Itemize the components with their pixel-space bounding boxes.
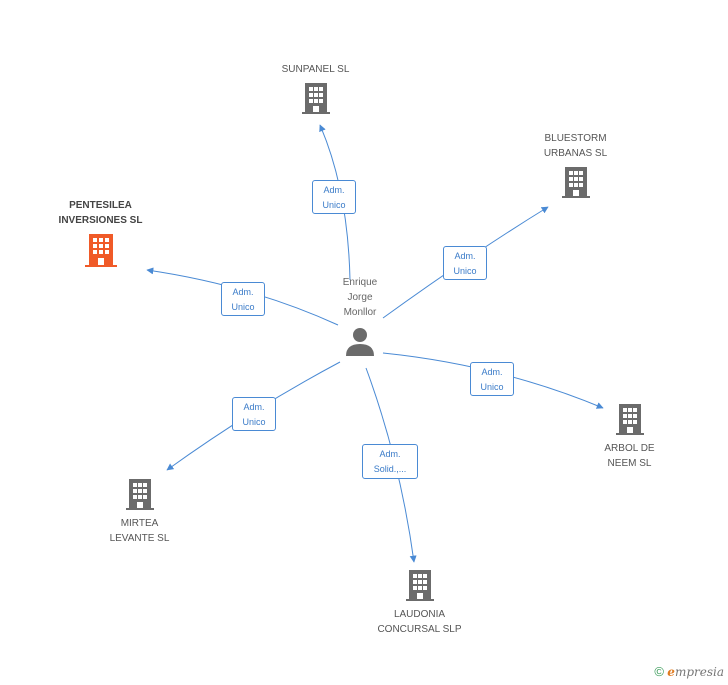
company-label: PENTESILEA INVERSIONES SL	[58, 200, 143, 226]
relation-label-bluestorm[interactable]: Adm. Unico	[443, 246, 487, 280]
building-icon	[84, 234, 117, 267]
footer-brand: © empresia	[654, 664, 724, 679]
company-label: BLUESTORM URBANAS SL	[543, 133, 608, 159]
relation-label-sunpanel[interactable]: Adm. Unico	[312, 180, 356, 214]
person-icon	[346, 328, 374, 356]
person-name: Enrique Jorge Monllor	[342, 277, 378, 318]
company-laudonia[interactable]: LAUDONIA CONCURSAL SLP	[362, 568, 477, 637]
company-arbol[interactable]: ARBOL DE NEEM SL	[572, 402, 687, 471]
company-bluestorm[interactable]: BLUESTORM URBANAS SL	[518, 131, 633, 204]
company-pentesilea[interactable]: PENTESILEA INVERSIONES SL	[38, 198, 163, 273]
brand-logo: empresia	[667, 665, 724, 679]
relation-label-laudonia[interactable]: Adm. Solid.,...	[362, 444, 418, 479]
building-icon	[301, 83, 330, 114]
relation-label-mirtea[interactable]: Adm. Unico	[232, 397, 276, 431]
building-icon	[615, 404, 644, 435]
relation-label-pentesilea[interactable]: Adm. Unico	[221, 282, 265, 316]
company-label: SUNPANEL SL	[281, 64, 350, 75]
person-node[interactable]: Enrique Jorge Monllor	[325, 275, 395, 361]
copyright-icon: ©	[654, 664, 664, 679]
building-icon	[561, 167, 590, 198]
company-label: LAUDONIA CONCURSAL SLP	[377, 609, 462, 635]
relation-label-arbol[interactable]: Adm. Unico	[470, 362, 514, 396]
company-sunpanel[interactable]: SUNPANEL SL	[258, 62, 373, 120]
building-icon	[125, 479, 154, 510]
company-label: MIRTEA LEVANTE SL	[109, 518, 170, 544]
building-icon	[405, 570, 434, 601]
company-label: ARBOL DE NEEM SL	[604, 443, 655, 469]
company-mirtea[interactable]: MIRTEA LEVANTE SL	[82, 477, 197, 546]
